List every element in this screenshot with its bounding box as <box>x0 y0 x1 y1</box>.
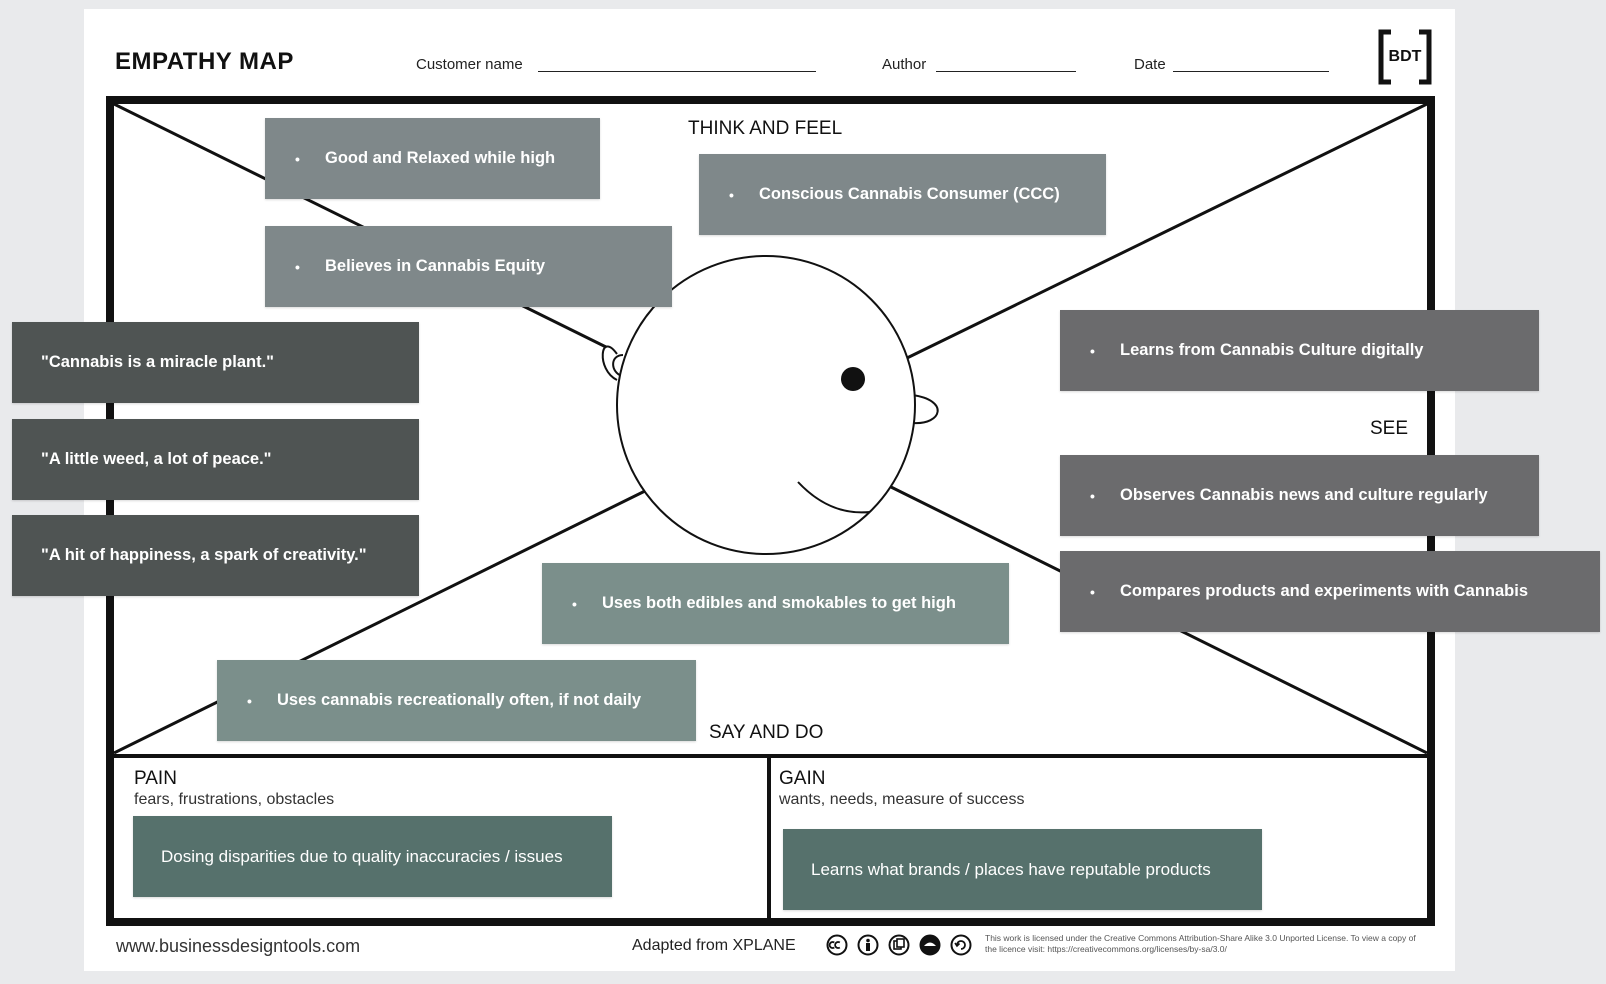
diagonal-bottom-left <box>113 489 646 755</box>
sticky-note-pain[interactable]: Dosing disparities due to quality inaccu… <box>133 816 612 897</box>
customer-name-line[interactable] <box>538 71 816 72</box>
note-bullet: • <box>1090 487 1095 504</box>
sticky-note-quote[interactable]: "A hit of happiness, a spark of creativi… <box>12 515 419 596</box>
sticky-note-text: "A little weed, a lot of peace." <box>41 450 272 468</box>
note-bullet: • <box>1090 342 1095 359</box>
license-text: This work is licensed under the Creative… <box>985 933 1416 954</box>
sticky-note-see[interactable]: • Compares products and experiments with… <box>1060 551 1600 632</box>
diagonal-top-right <box>906 102 1428 360</box>
note-bullet: • <box>572 595 577 612</box>
sticky-note-text: "A hit of happiness, a spark of creativi… <box>41 546 367 564</box>
bdt-logo-icon <box>1378 29 1432 85</box>
by-icon <box>857 934 879 956</box>
sticky-note-text: Uses cannabis recreationally often, if n… <box>277 691 642 709</box>
author-label: Author <box>882 56 927 73</box>
sticky-note-text: Uses both edibles and smokables to get h… <box>602 594 956 612</box>
see-label: SEE <box>1370 418 1409 439</box>
sticky-note-say[interactable]: • Uses cannabis recreationally often, if… <box>217 660 696 741</box>
sticky-note-quote[interactable]: "Cannabis is a miracle plant." <box>12 322 419 403</box>
pain-sublabel: fears, frustrations, obstacles <box>134 791 335 808</box>
note-bullet: • <box>295 150 300 167</box>
sticky-note-text: Observes Cannabis news and culture regul… <box>1120 486 1488 504</box>
date-line[interactable] <box>1173 71 1329 72</box>
say-and-do-label: SAY AND DO <box>709 722 824 743</box>
page-title: EMPATHY MAP <box>115 48 294 75</box>
sticky-note-text: Conscious Cannabis Consumer (CCC) <box>759 185 1060 203</box>
sticky-note-text: Good and Relaxed while high <box>325 149 556 167</box>
sticky-note-quote[interactable]: "A little weed, a lot of peace." <box>12 419 419 500</box>
sa-icon <box>888 934 910 956</box>
logo-text: BDT <box>1388 48 1422 65</box>
note-bullet: • <box>729 186 734 203</box>
sticky-note-say[interactable]: • Uses both edibles and smokables to get… <box>542 563 1009 644</box>
sticky-note-think[interactable]: • Conscious Cannabis Consumer (CCC) <box>699 154 1106 235</box>
sticky-note-text: Dosing disparities due to quality inaccu… <box>161 846 563 866</box>
sticky-note-gain[interactable]: Learns what brands / places have reputab… <box>783 829 1262 910</box>
think-and-feel-label: THINK AND FEEL <box>688 118 843 139</box>
note-bullet: • <box>295 258 300 275</box>
note-bullet: • <box>1090 583 1095 600</box>
sticky-note-think[interactable]: • Good and Relaxed while high <box>265 118 600 199</box>
sticky-note-text: Believes in Cannabis Equity <box>325 257 546 275</box>
sticky-note-text: Learns from Cannabis Culture digitally <box>1120 341 1424 359</box>
pain-label: PAIN <box>134 768 177 789</box>
gain-sublabel: wants, needs, measure of success <box>779 791 1025 808</box>
sticky-note-text: "Cannabis is a miracle plant." <box>41 353 274 371</box>
sticky-note-think[interactable]: • Believes in Cannabis Equity <box>265 226 672 307</box>
sticky-note-text: Compares products and experiments with C… <box>1120 582 1529 600</box>
sticky-note-text: Learns what brands / places have reputab… <box>811 859 1211 879</box>
footer-url[interactable]: www.businessdesigntools.com <box>116 936 361 956</box>
nc-icon <box>919 934 941 956</box>
note-bullet: • <box>247 692 252 709</box>
sticky-note-see[interactable]: • Observes Cannabis news and culture reg… <box>1060 455 1539 536</box>
gain-label: GAIN <box>779 768 826 789</box>
sticky-note-see[interactable]: • Learns from Cannabis Culture digitally <box>1060 310 1539 391</box>
cc-icon <box>826 934 848 956</box>
customer-name-label: Customer name <box>416 56 523 73</box>
date-label: Date <box>1134 56 1166 73</box>
head-illustration <box>601 255 939 555</box>
footer-adapted: Adapted from XPLANE <box>632 937 796 954</box>
author-line[interactable] <box>936 71 1076 72</box>
share-icon <box>950 934 972 956</box>
